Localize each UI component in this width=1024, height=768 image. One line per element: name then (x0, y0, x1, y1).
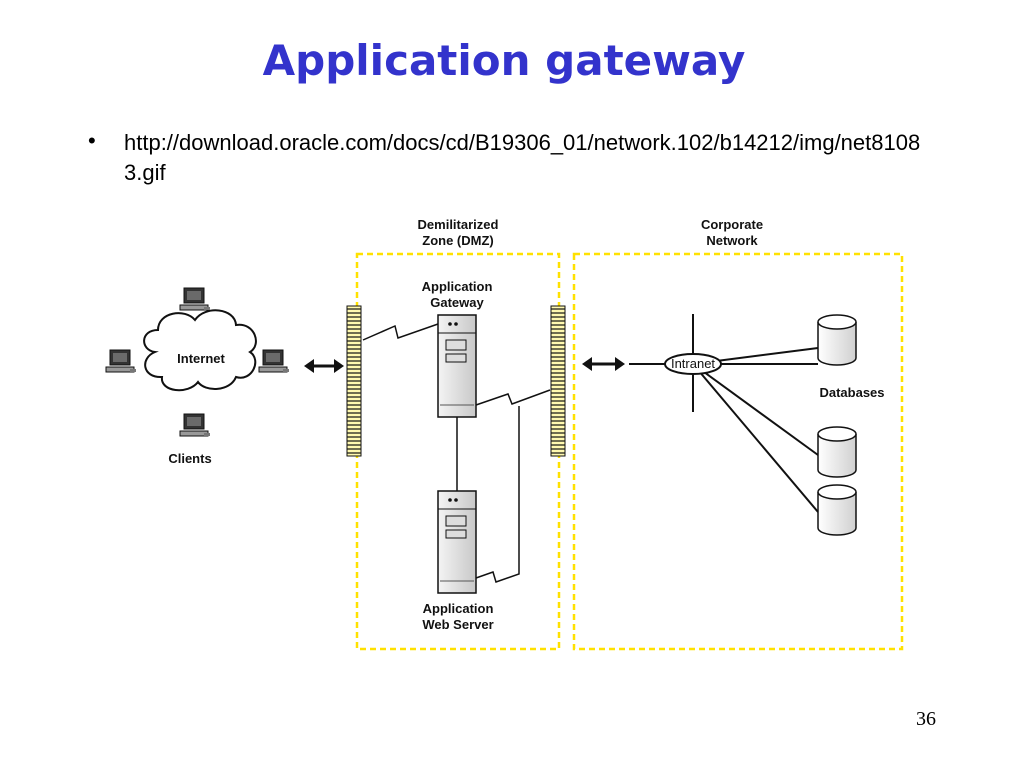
gateway-label-line1: Application (422, 279, 493, 294)
application-gateway-server-icon (437, 314, 477, 418)
dmz-label-line1: Demilitarized (418, 217, 499, 232)
webserver-label-line2: Web Server (422, 617, 493, 632)
gateway-label-line2: Gateway (430, 295, 484, 310)
page-number: 36 (916, 708, 936, 730)
corp-label-line2: Network (706, 233, 758, 248)
link-firewall-to-gateway (362, 323, 439, 341)
intranet-hub-icon (629, 314, 819, 513)
internet-cloud-icon (143, 309, 257, 392)
bullet-url: http://download.oracle.com/docs/cd/B1930… (124, 130, 921, 185)
corp-label-line1: Corporate (701, 217, 763, 232)
dmz-zone (355, 252, 561, 651)
databases-label: Databases (819, 385, 884, 400)
double-arrow-left-icon (304, 359, 344, 373)
database-middle-icon (817, 426, 857, 478)
intranet-label: Intranet (671, 356, 715, 371)
firewall-left-icon (346, 305, 362, 457)
client-computer-right-icon (258, 349, 289, 373)
client-computer-bottom-icon (179, 413, 210, 437)
client-computer-left-icon (105, 349, 136, 373)
webserver-label-line1: Application (423, 601, 494, 616)
corporate-zone (572, 252, 904, 651)
database-top-icon (817, 314, 857, 366)
dmz-label-line2: Zone (DMZ) (422, 233, 493, 248)
clients-label: Clients (168, 451, 211, 466)
slide-title: Application gateway (262, 36, 746, 85)
client-computer-top-icon (179, 287, 210, 311)
double-arrow-right-icon (582, 357, 625, 371)
link-gateway-to-firewall (475, 389, 551, 406)
internet-label: Internet (177, 351, 225, 366)
bullet-marker: • (88, 128, 96, 153)
application-web-server-icon (437, 490, 477, 594)
database-bottom-icon (817, 484, 857, 536)
link-webserver-to-firewall (475, 406, 520, 583)
firewall-right-icon (550, 305, 566, 457)
